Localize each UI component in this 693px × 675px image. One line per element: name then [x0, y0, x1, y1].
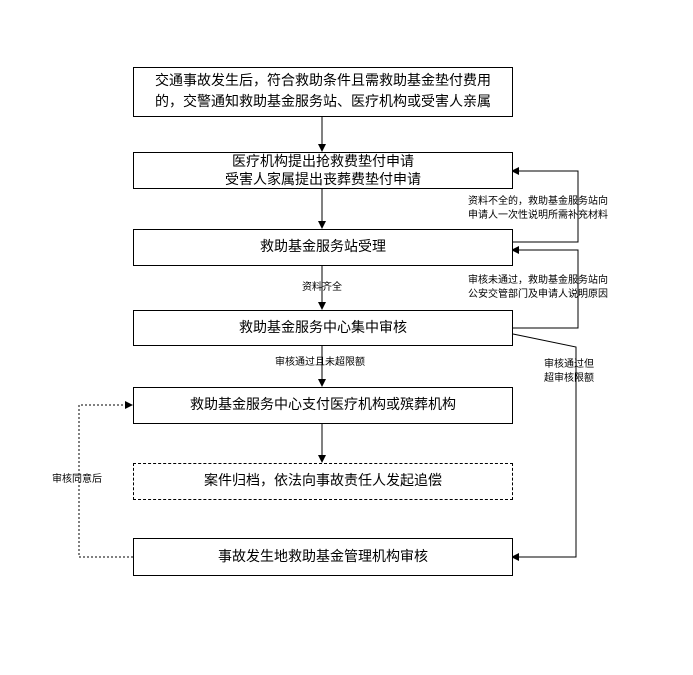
node-central-review-label: 救助基金服务中心集中审核	[239, 319, 407, 336]
arrow-incomplete-feedback	[511, 167, 579, 243]
label-approved-within-limit: 审核通过且未超限额	[275, 356, 365, 370]
node-central-review: 救助基金服务中心集中审核	[133, 310, 513, 346]
arrow-rejected-feedback	[511, 246, 579, 329]
label-approved-over-limit: 审核通过但 超审核限额	[544, 358, 594, 386]
node-local-review-label: 事故发生地救助基金管理机构审核	[218, 548, 428, 565]
node-application-line-1: 医疗机构提出抢救费垫付申请	[232, 153, 414, 170]
label-after-agreement-text: 审核同意后	[52, 474, 102, 485]
arrow-over-limit	[511, 333, 577, 561]
label-within-limit-text: 审核通过且未超限额	[275, 357, 365, 368]
node-acceptance: 救助基金服务站受理	[133, 229, 513, 266]
node-notification-line-2: 的，交警通知救助基金服务站、医疗机构或受害人亲属	[155, 94, 491, 110]
label-over-limit-line-2: 超审核限额	[544, 373, 594, 384]
label-incomplete-line-1: 资料不全的，救助基金服务站向	[468, 196, 608, 207]
label-materials-complete: 资料齐全	[302, 281, 342, 295]
label-over-limit-line-1: 审核通过但	[544, 359, 594, 370]
node-application: 医疗机构提出抢救费垫付申请 受害人家属提出丧葬费垫付申请	[133, 152, 513, 189]
node-acceptance-label: 救助基金服务站受理	[260, 239, 386, 255]
arrow-after-agreement	[78, 401, 133, 558]
label-incomplete-materials: 资料不全的，救助基金服务站向 申请人一次性说明所需补充材料	[468, 195, 608, 223]
label-rejected-line-2: 公安交管部门及申请人说明原因	[468, 289, 608, 300]
label-review-rejected: 审核未通过，救助基金服务站向 公安交管部门及申请人说明原因	[468, 274, 608, 302]
node-archive: 案件归档，依法向事故责任人发起追偿	[133, 463, 513, 500]
label-rejected-line-1: 审核未通过，救助基金服务站向	[468, 275, 608, 286]
label-complete-text: 资料齐全	[302, 282, 342, 293]
node-application-line-2: 受害人家属提出丧葬费垫付申请	[225, 171, 421, 188]
node-local-review: 事故发生地救助基金管理机构审核	[133, 538, 513, 576]
node-notification: 交通事故发生后，符合救助条件且需救助基金垫付费用 的，交警通知救助基金服务站、医…	[133, 67, 513, 117]
node-notification-line-1: 交通事故发生后，符合救助条件且需救助基金垫付费用	[155, 73, 491, 89]
node-payment: 救助基金服务中心支付医疗机构或殡葬机构	[133, 387, 513, 424]
node-payment-label: 救助基金服务中心支付医疗机构或殡葬机构	[190, 397, 456, 413]
label-after-agreement: 审核同意后	[52, 473, 102, 487]
node-archive-label: 案件归档，依法向事故责任人发起追偿	[204, 473, 442, 489]
label-incomplete-line-2: 申请人一次性说明所需补充材料	[468, 210, 608, 221]
